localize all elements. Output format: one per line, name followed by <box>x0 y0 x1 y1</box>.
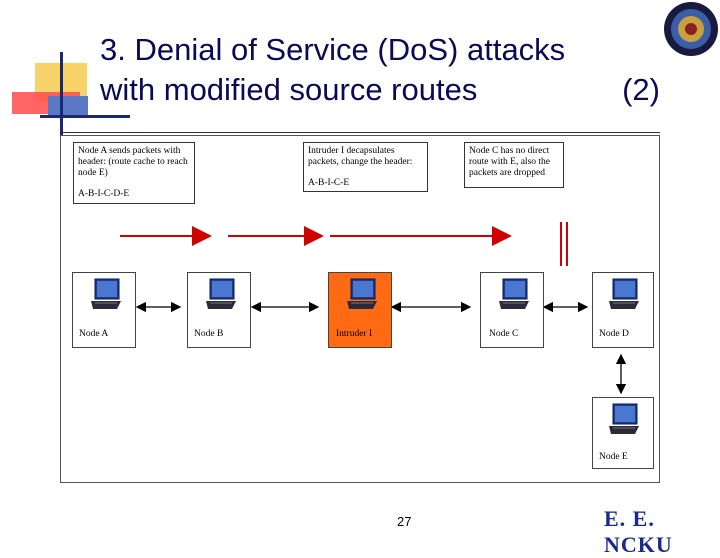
note-node-a: Node A sends packets with header: (route… <box>73 142 195 204</box>
university-emblem-icon <box>664 2 718 56</box>
node-c-box: Node C <box>480 272 544 348</box>
note-intruder: Intruder I decapsulates packets, change … <box>303 142 428 192</box>
laptop-icon <box>206 278 236 309</box>
node-b-label: Node B <box>194 329 224 339</box>
slide-title: 3. Denial of Service (DoS) attacks with … <box>100 30 660 110</box>
node-c-label: Node C <box>489 329 519 339</box>
intruder-node-label: Intruder I <box>336 329 373 339</box>
node-e-label: Node E <box>599 452 628 462</box>
note-intruder-route: A-B-I-C-E <box>308 178 350 188</box>
title-accent-vertical-line <box>60 52 63 136</box>
department-logo: E. E. NCKU <box>604 506 673 557</box>
node-a-label: Node A <box>79 329 109 339</box>
node-d-box: Node D <box>592 272 654 348</box>
intruder-node-box: Intruder I <box>328 272 392 348</box>
note-node-c: Node C has no direct route with E, also … <box>464 142 564 188</box>
laptop-icon <box>499 278 529 309</box>
slide-title-line2-text: with modified source routes <box>100 72 478 107</box>
title-accent-horizontal-line <box>40 115 130 118</box>
laptop-icon <box>347 278 377 309</box>
laptop-icon <box>609 278 639 309</box>
title-underline <box>60 132 660 133</box>
laptop-icon <box>609 403 639 434</box>
title-accent-blue-block <box>48 96 88 118</box>
note-node-a-route: A-B-I-C-D-E <box>78 189 130 199</box>
node-d-label: Node D <box>599 329 629 339</box>
slide-title-part-number: (2) <box>622 72 660 107</box>
note-node-c-text: Node C has no direct route with E, also … <box>469 146 550 178</box>
note-intruder-text: Intruder I decapsulates packets, change … <box>308 146 413 167</box>
page-number: 27 <box>397 514 412 529</box>
node-b-box: Node B <box>187 272 251 348</box>
laptop-icon <box>91 278 121 309</box>
slide-title-line1: 3. Denial of Service (DoS) attacks <box>100 32 566 67</box>
node-e-box: Node E <box>592 397 654 469</box>
note-node-a-text: Node A sends packets with header: (route… <box>78 146 188 178</box>
slide-title-line2: with modified source routes (2) <box>100 70 660 110</box>
diagram-connectors <box>120 222 627 395</box>
node-a-box: Node A <box>72 272 136 348</box>
